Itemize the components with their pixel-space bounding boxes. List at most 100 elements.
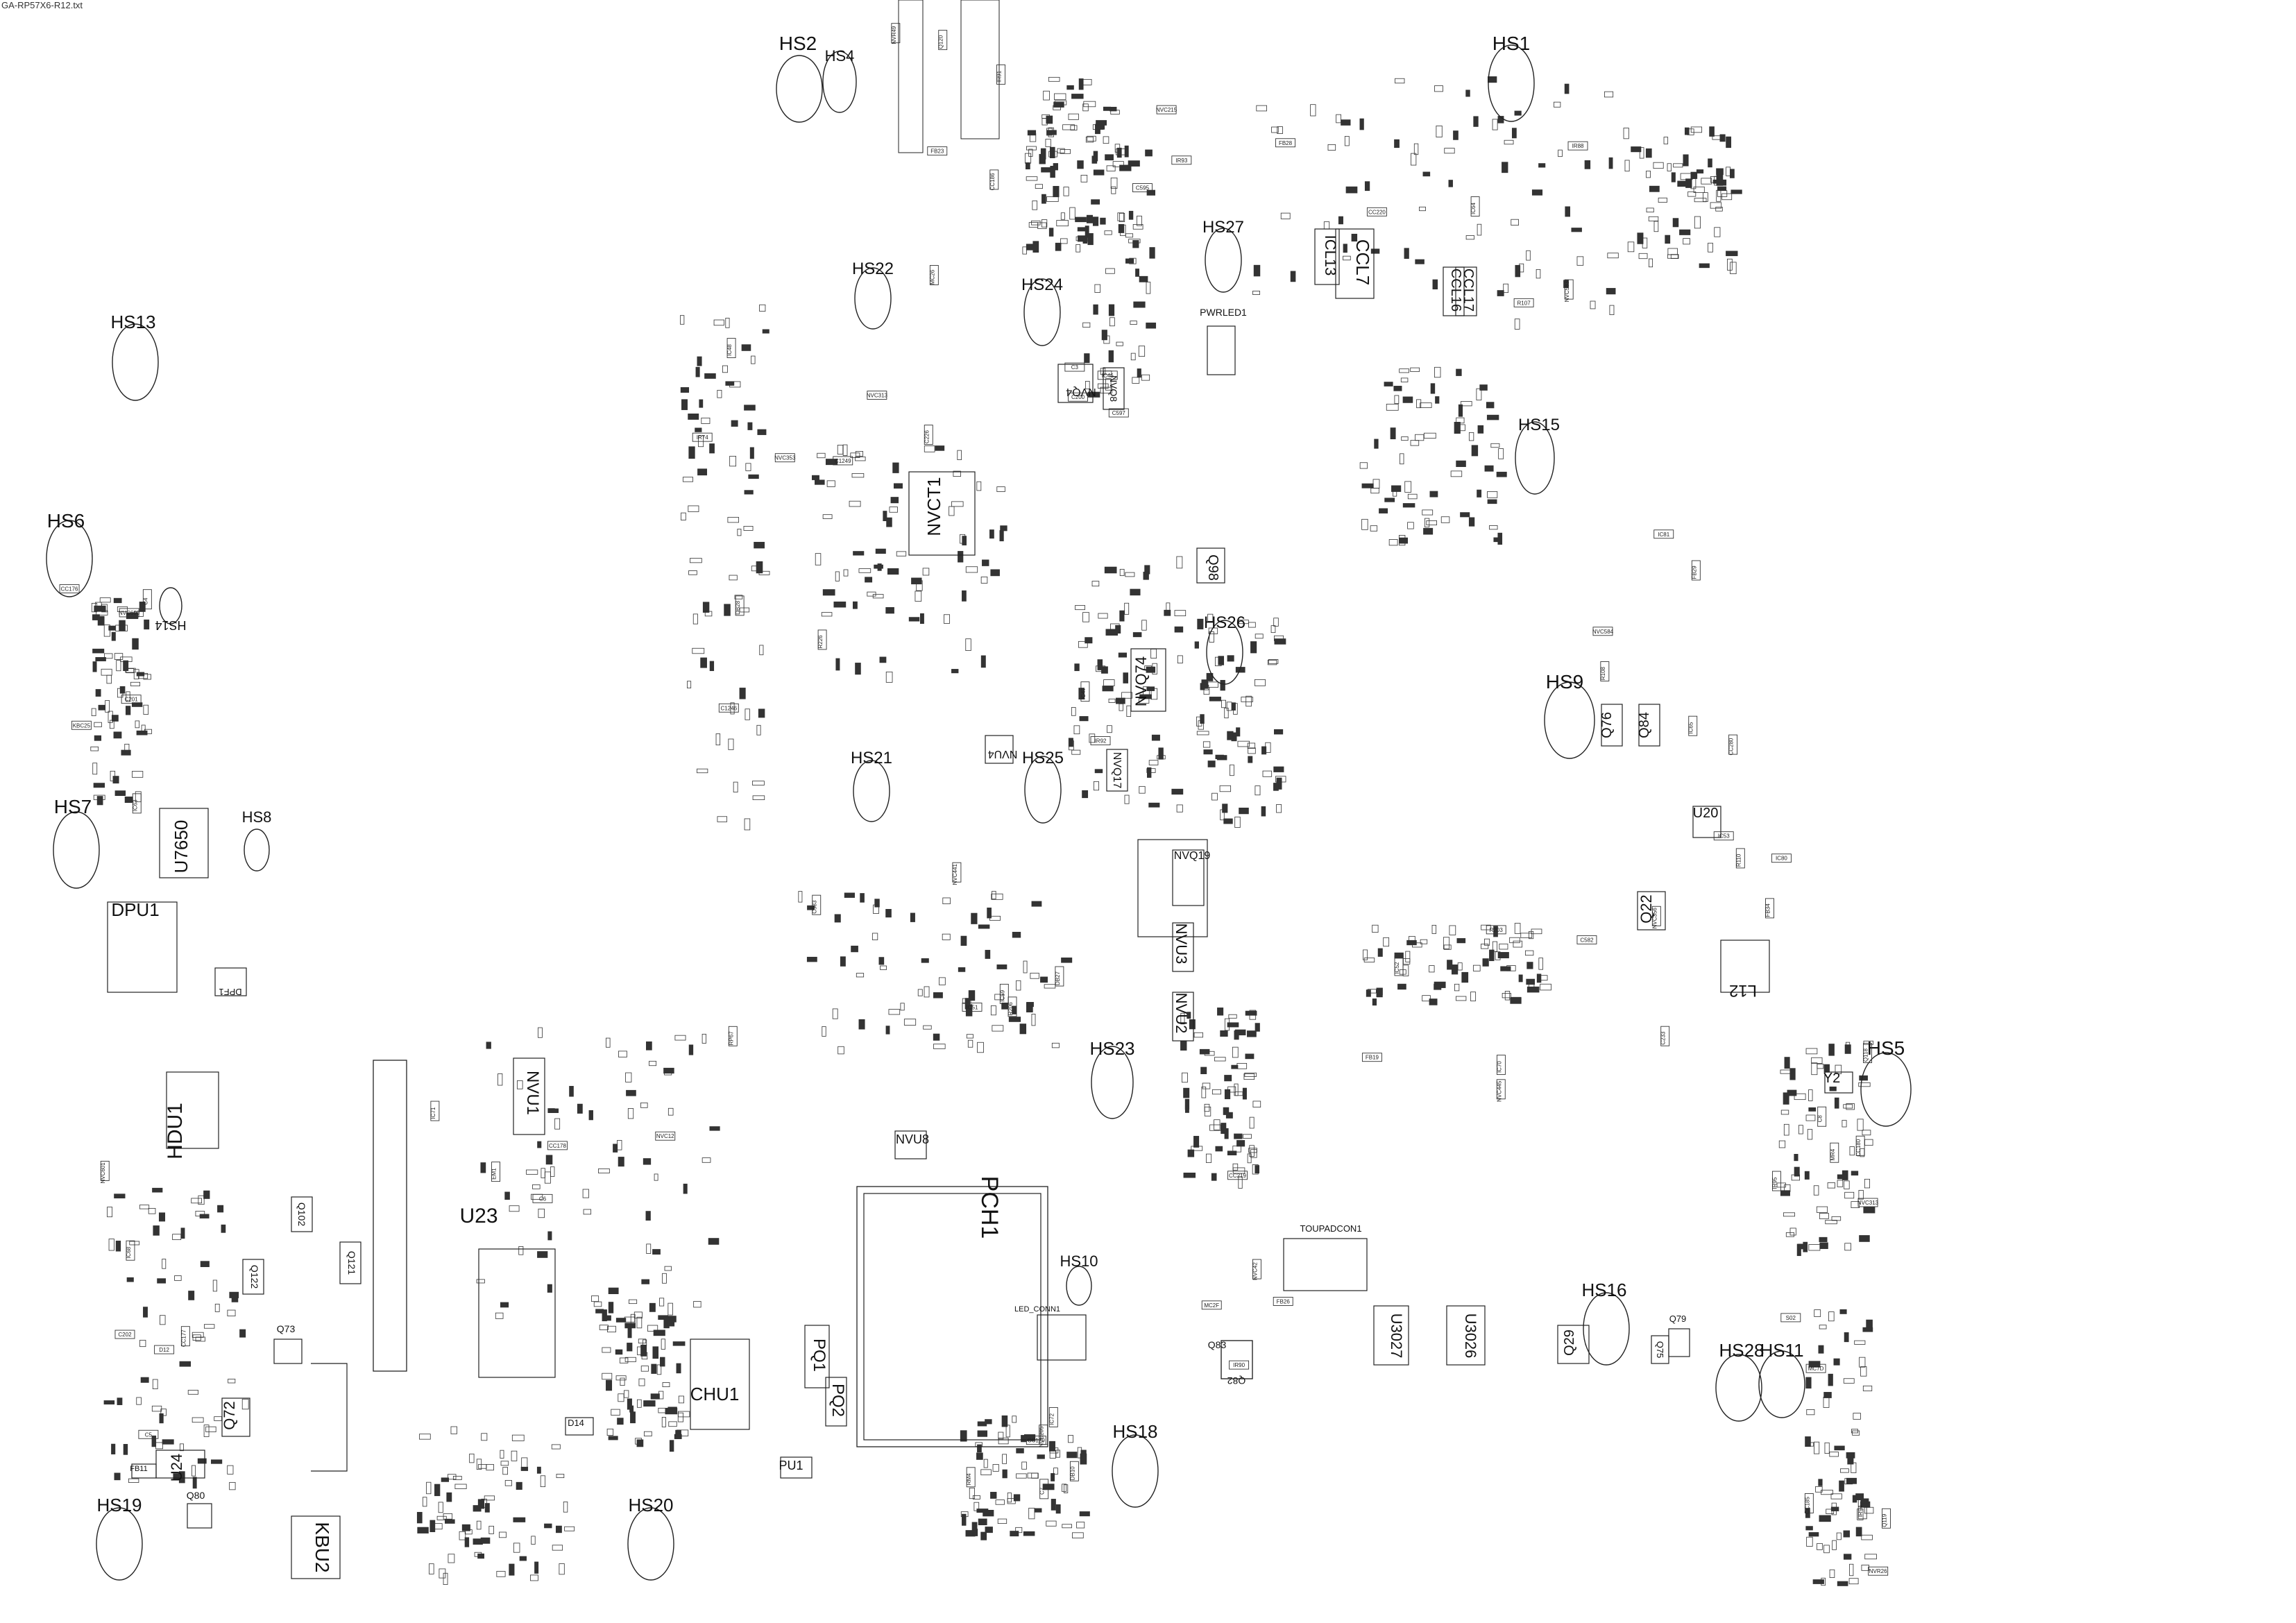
part-label: MC2F <box>1204 1302 1219 1309</box>
part-s02: S02 <box>1780 1313 1801 1323</box>
component-label: NVCT1 <box>924 477 944 536</box>
part-kbc25: KBC25 <box>71 720 92 730</box>
part-label: FB23 <box>930 148 944 155</box>
component-label: Q121 <box>346 1251 357 1275</box>
heat-sink-label: HS20 <box>628 1495 673 1515</box>
part-label: CC176 <box>61 586 78 593</box>
component-label: NVU1 <box>523 1071 542 1115</box>
heat-sink-label: HS11 <box>1760 1340 1803 1361</box>
part-label: MC26 <box>929 269 935 284</box>
heat-sink-hs28: HS28 <box>1715 1340 1764 1422</box>
minor-label-layer: IC64IC65IC53IC52IC51IC48IC47IC46IC63IC68… <box>59 23 1891 1576</box>
part-nvc583: NVC583 <box>1564 279 1574 302</box>
part-ic52: IC52 <box>1394 955 1404 976</box>
part-label: NVC445 <box>1496 1080 1502 1102</box>
part-label: NVR26 <box>1869 1568 1887 1574</box>
component-label: PU1 <box>779 1459 803 1472</box>
part-label: C200 <box>1071 394 1085 400</box>
heat-sink-label: HS2 <box>779 33 817 54</box>
heat-sink-label: HS16 <box>1581 1280 1626 1300</box>
part-ic70: IC70 <box>1496 1055 1506 1076</box>
component-u24: U24 <box>155 1450 205 1481</box>
part-label: NVC441 <box>952 864 958 885</box>
part-ic72: IC72 <box>1048 1407 1058 1427</box>
heat-sink-label: HS28 <box>1719 1340 1764 1361</box>
part-ic65: IC65 <box>1688 715 1698 736</box>
part-label: R203 <box>1490 927 1504 933</box>
part-label: R108 <box>1600 666 1606 680</box>
part-label: NVC584 <box>1592 629 1614 635</box>
part-ic46: IC46 <box>1097 371 1118 380</box>
part-nvc600: NVC600 <box>119 608 140 618</box>
part-ir90: IR90 <box>1229 1360 1250 1370</box>
part-label: CC219 <box>1229 1173 1246 1179</box>
part-label: IC71 <box>430 1107 436 1119</box>
component-label: DPF1 <box>219 987 241 997</box>
part-label: C233 <box>1660 1031 1667 1045</box>
component-label: Q102 <box>296 1203 307 1226</box>
part-label: NVC353 <box>774 455 796 461</box>
part-ic51: IC51 <box>962 1002 983 1012</box>
component-label: U3026 <box>1462 1314 1479 1359</box>
part-r108: R108 <box>1600 661 1610 682</box>
part-label: IR74 <box>697 434 708 441</box>
part-db27: DB27 <box>1055 966 1064 987</box>
part-label: NVC600 <box>119 610 140 616</box>
component-dpu1: DPU1 <box>107 899 178 993</box>
part-c201: C201 <box>121 695 142 704</box>
part-cc280: CC280 <box>1728 734 1738 756</box>
part-ic71: IC71 <box>430 1101 440 1121</box>
part-label: FB29 <box>1691 566 1697 579</box>
heat-sink-hs5: HS5 <box>1860 1037 1912 1127</box>
part-label: IC65 <box>1688 722 1694 733</box>
part-c1249: C1249 <box>833 456 853 466</box>
part-cc185: CC185 <box>1804 1493 1814 1514</box>
part-label: IR93 <box>1175 158 1187 164</box>
heat-sink-label: HS14 <box>155 618 186 632</box>
part-rm4: RM4 <box>966 1467 976 1488</box>
heat-sink-hs25: HS25 <box>1022 749 1064 824</box>
component-q75: Q75 <box>1651 1335 1669 1364</box>
component-label: Q76 <box>1599 712 1615 738</box>
part-ic68: IC68 <box>126 1240 135 1261</box>
heat-sink-label: HS8 <box>242 808 272 826</box>
part-mc26: MC26 <box>929 265 939 285</box>
part-label: IC47 <box>1080 688 1087 699</box>
part-label: CC280 <box>1728 738 1735 755</box>
heat-sink-label: HS25 <box>1022 749 1064 767</box>
component-nvq19: NVQ19 <box>1172 849 1210 906</box>
part-label: D12 <box>159 1347 169 1353</box>
file-name-label: GA-RP57X6-R12.txt <box>1 0 83 10</box>
component-label: Q84 <box>1637 712 1652 738</box>
part-nvc353: NVC353 <box>774 453 796 463</box>
component-label: FB11 <box>130 1465 147 1473</box>
part-em1: EM1 <box>491 1162 501 1182</box>
part-label: S02 <box>1786 1315 1796 1321</box>
component-label: NVQ17 <box>1111 752 1123 789</box>
part-label: C5 <box>145 1431 153 1438</box>
part-cc180: CC180 <box>1855 1135 1865 1157</box>
part-mr4: MR4 <box>1830 1142 1839 1163</box>
part-label: IR94 <box>1857 1505 1864 1517</box>
heat-sink-label: HS13 <box>110 312 155 332</box>
component-pwrled1: PWRLED1 <box>1200 307 1247 375</box>
component-label: PWRLED1 <box>1200 307 1247 318</box>
part-label: IC63 <box>132 799 138 811</box>
part-ir92: IR92 <box>1090 736 1111 745</box>
part-label: DB28 <box>735 600 741 615</box>
component-q72: Q72 <box>221 1397 250 1437</box>
part-label: NVC215 <box>1156 107 1177 113</box>
heat-sink-label: HS19 <box>96 1495 142 1515</box>
part-label: IR91 <box>996 70 1003 82</box>
part-ic53: IC53 <box>1713 831 1734 841</box>
component-label: Q75 <box>1655 1341 1665 1359</box>
part-label: CC177 <box>180 1329 187 1347</box>
heat-sink-label: HS18 <box>1112 1421 1157 1442</box>
heat-sink-hs23: HS23 <box>1089 1038 1135 1119</box>
component-label: NVU8 <box>896 1132 929 1146</box>
component-q98: Q98 <box>1196 547 1225 584</box>
part-label: C3 <box>1071 364 1079 371</box>
heat-sink-hs27: HS27 <box>1202 218 1244 293</box>
part-d12: D12 <box>154 1345 175 1354</box>
